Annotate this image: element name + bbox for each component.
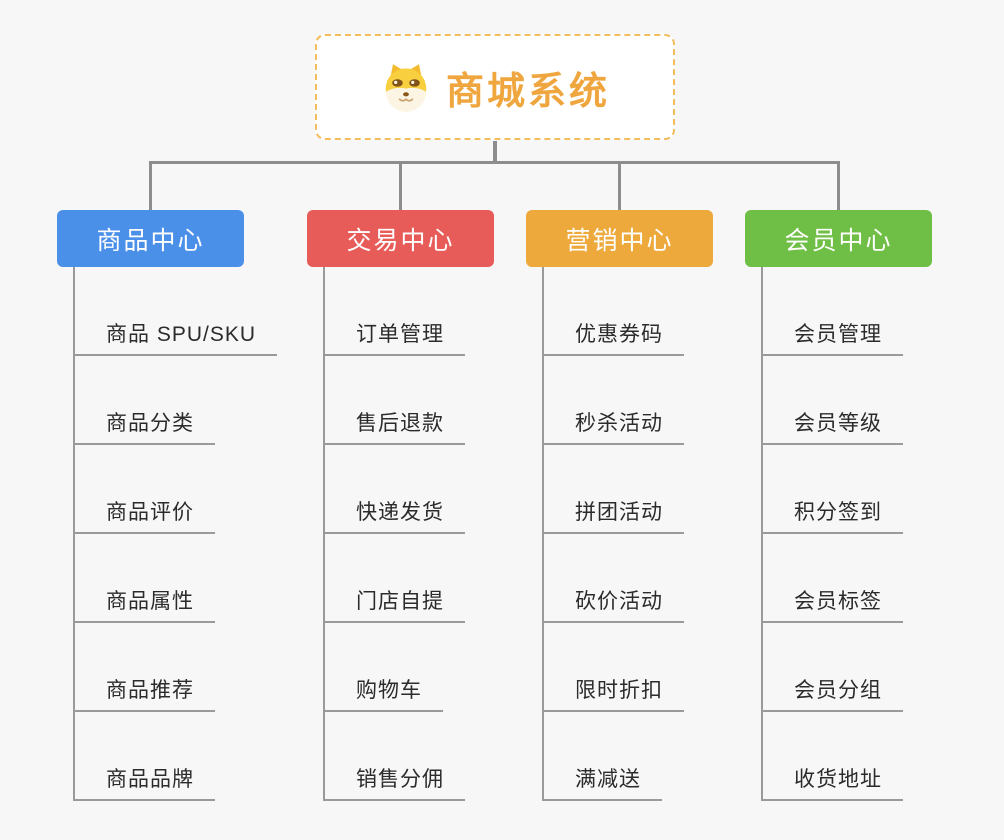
leaf-node[interactable]: 快递发货 [323,496,465,534]
leaf-row: 商品品牌 [73,712,277,801]
leaf-node[interactable]: 收货地址 [761,763,903,801]
leaf-row: 砍价活动 [542,534,684,623]
leaf-row: 商品评价 [73,445,277,534]
leaf-row: 商品推荐 [73,623,277,712]
leaf-row: 优惠券码 [542,267,684,356]
branch-drop-line [399,161,402,210]
leaf-row: 销售分佣 [323,712,465,801]
leaf-node[interactable]: 商品推荐 [73,674,215,712]
leaf-row: 会员标签 [761,534,903,623]
leaf-node[interactable]: 秒杀活动 [542,407,684,445]
leaf-list: 优惠券码 秒杀活动 拼团活动 砍价活动 限时折扣 满减送 [542,267,684,801]
leaf-node[interactable]: 售后退款 [323,407,465,445]
leaf-row: 会员等级 [761,356,903,445]
leaf-row: 订单管理 [323,267,465,356]
branch-header-marketing-center[interactable]: 营销中心 [526,210,713,267]
leaf-node[interactable]: 订单管理 [323,318,465,356]
leaf-node[interactable]: 门店自提 [323,585,465,623]
branch-drop-line [149,161,152,210]
leaf-node[interactable]: 满减送 [542,763,662,801]
branch-header-trade-center[interactable]: 交易中心 [307,210,494,267]
leaf-row: 拼团活动 [542,445,684,534]
leaf-node[interactable]: 砍价活动 [542,585,684,623]
leaf-row: 限时折扣 [542,623,684,712]
branch-member-center: 会员中心 会员管理 会员等级 积分签到 会员标签 会员分组 收货地址 [745,210,932,810]
leaf-node[interactable]: 积分签到 [761,496,903,534]
leaf-row: 会员管理 [761,267,903,356]
branch-header-product-center[interactable]: 商品中心 [57,210,244,267]
leaf-node[interactable]: 会员等级 [761,407,903,445]
leaf-node[interactable]: 拼团活动 [542,496,684,534]
leaf-list: 商品 SPU/SKU 商品分类 商品评价 商品属性 商品推荐 商品品牌 [73,267,278,801]
branch-trade-center: 交易中心 订单管理 售后退款 快递发货 门店自提 购物车 销售分佣 [307,210,494,810]
leaf-row: 购物车 [323,623,465,712]
root-stem-line [493,141,497,164]
branch-header-member-center[interactable]: 会员中心 [745,210,932,267]
branch-marketing-center: 营销中心 优惠券码 秒杀活动 拼团活动 砍价活动 限时折扣 满减送 [526,210,713,810]
leaf-row: 商品属性 [73,534,277,623]
branch-drop-line [837,161,840,210]
root-node[interactable]: 商城系统 [315,34,675,140]
branch-trunk-line [542,267,544,801]
leaf-row: 会员分组 [761,623,903,712]
leaf-row: 满减送 [542,712,684,801]
leaf-node[interactable]: 购物车 [323,674,443,712]
leaf-list: 会员管理 会员等级 积分签到 会员标签 会员分组 收货地址 [761,267,903,801]
branch-product-center: 商品中心 商品 SPU/SKU 商品分类 商品评价 商品属性 商品推荐 商品品牌 [57,210,278,810]
leaf-node[interactable]: 优惠券码 [542,318,684,356]
leaf-node[interactable]: 会员分组 [761,674,903,712]
leaf-row: 门店自提 [323,534,465,623]
leaf-row: 快递发货 [323,445,465,534]
leaf-node[interactable]: 商品 SPU/SKU [73,318,278,356]
horizontal-connector-line [149,161,840,164]
leaf-node[interactable]: 会员标签 [761,585,903,623]
leaf-list: 订单管理 售后退款 快递发货 门店自提 购物车 销售分佣 [323,267,465,801]
leaf-node[interactable]: 商品评价 [73,496,215,534]
leaf-node[interactable]: 商品品牌 [73,763,215,801]
leaf-row: 收货地址 [761,712,903,801]
leaf-node[interactable]: 销售分佣 [323,763,465,801]
branch-trunk-line [73,267,75,801]
leaf-row: 秒杀活动 [542,356,684,445]
leaf-row: 积分签到 [761,445,903,534]
leaf-row: 商品分类 [73,356,277,445]
branch-drop-line [618,161,621,210]
shiba-dog-icon [385,64,427,112]
branch-trunk-line [323,267,325,801]
leaf-row: 商品 SPU/SKU [73,267,278,356]
leaf-row: 售后退款 [323,356,465,445]
branch-trunk-line [761,267,763,801]
leaf-node[interactable]: 商品属性 [73,585,215,623]
leaf-node[interactable]: 限时折扣 [542,674,684,712]
leaf-node[interactable]: 商品分类 [73,407,215,445]
root-title: 商城系统 [445,70,610,113]
leaf-node[interactable]: 会员管理 [761,318,903,356]
